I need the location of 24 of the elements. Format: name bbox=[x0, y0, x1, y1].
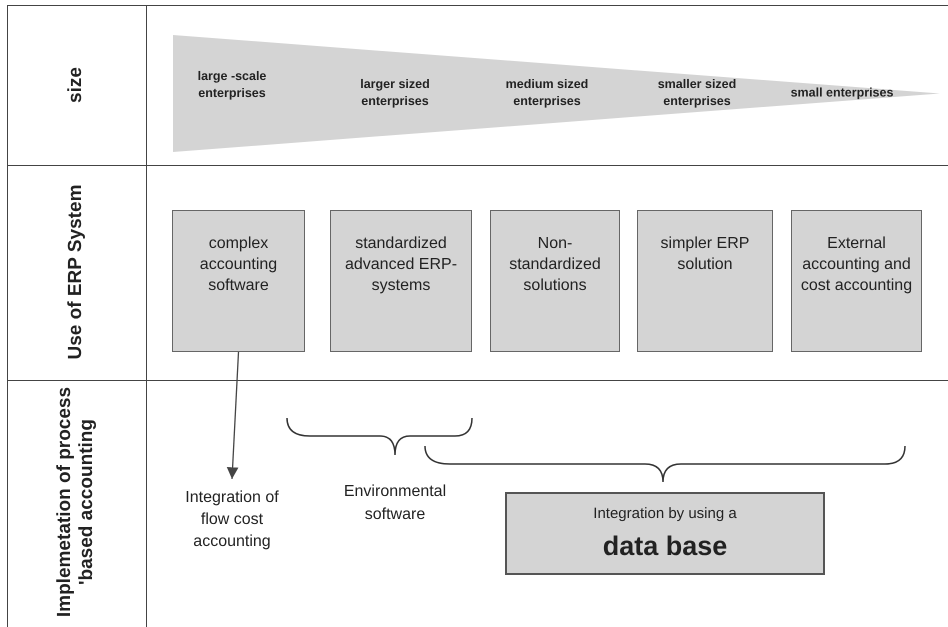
process-box bbox=[791, 210, 922, 352]
result-text: Integration of flow cost accounting bbox=[184, 488, 280, 552]
process-box bbox=[637, 210, 773, 352]
box-text: Integration by using a bbox=[593, 504, 737, 524]
box-text: complex accounting software bbox=[198, 234, 278, 296]
row-heading: Implemetation of process 'based accounting bbox=[54, 386, 98, 620]
size-label: large -scale enterprises bbox=[196, 68, 268, 102]
box-text: Non-standardized solutions bbox=[508, 234, 602, 296]
size-label: small enterprises bbox=[790, 84, 894, 102]
size-label: larger sized enterprises bbox=[359, 76, 431, 110]
box-text: External accounting and cost accounting bbox=[800, 234, 914, 296]
brace-label: Environmental software bbox=[342, 482, 448, 525]
box-heading: data base bbox=[602, 530, 728, 563]
row-heading: size bbox=[65, 66, 87, 105]
row-heading: Use of ERP System bbox=[65, 184, 87, 362]
process-box bbox=[505, 492, 825, 575]
arrow bbox=[226, 352, 240, 480]
size-label: smaller sized enterprises bbox=[656, 76, 738, 110]
process-box bbox=[172, 210, 305, 352]
box-text: simpler ERP solution bbox=[660, 234, 750, 275]
process-box bbox=[330, 210, 472, 352]
box-text: standardized advanced ERP-systems bbox=[344, 234, 458, 296]
size-label: medium sized enterprises bbox=[504, 76, 590, 110]
process-box bbox=[490, 210, 620, 352]
